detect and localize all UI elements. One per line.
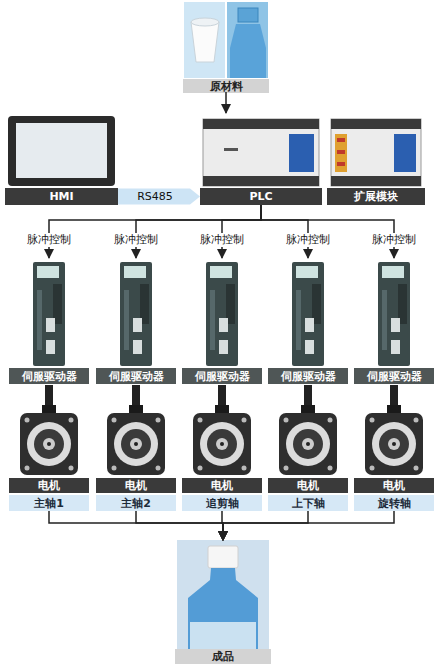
motor-shaft-link: [45, 385, 53, 405]
node-label: 伺服驱动器: [354, 368, 434, 384]
motor-shaft-link: [390, 385, 398, 405]
servo-driver-illustration: [378, 262, 410, 366]
node-label: 追剪轴: [182, 495, 262, 511]
node-label: 电机: [96, 478, 176, 493]
servo-motor-illustration: [193, 405, 251, 475]
driver-box: 伺服驱动器: [268, 258, 348, 385]
node-label: 上下轴: [268, 495, 348, 511]
servo-motor-illustration: [365, 405, 423, 475]
signal-line: [136, 511, 223, 540]
signal-label: 脉冲控制: [112, 233, 160, 247]
driver-box: 伺服驱动器: [182, 258, 262, 385]
node-label: 电机: [182, 478, 262, 493]
node-label: 主轴1: [9, 495, 89, 511]
motor-box: 电机主轴2: [96, 405, 176, 511]
signal-line: [222, 511, 223, 540]
servo-motor-illustration: [20, 405, 78, 475]
node-label: 电机: [354, 478, 434, 493]
motor-box: 电机上下轴: [268, 405, 348, 511]
product-bottle: [188, 568, 258, 649]
driver-box: 伺服驱动器: [9, 258, 89, 385]
node-label: 伺服驱动器: [9, 368, 89, 384]
motor-shaft-link: [132, 385, 140, 405]
module-box: 扩展模块: [327, 113, 425, 205]
signal-line: [49, 205, 261, 258]
signal-label: 脉冲控制: [25, 233, 73, 247]
node-label: 伺服驱动器: [182, 368, 262, 384]
signal-line: [223, 511, 394, 540]
signal-label: 脉冲控制: [370, 233, 418, 247]
bottle-contents: [190, 622, 256, 649]
module-pin: [337, 138, 345, 142]
motor-shaft-link: [304, 385, 312, 405]
node-label: 电机: [9, 478, 89, 493]
plc-box: PLC: [200, 113, 322, 205]
motor-box: 电机旋转轴: [354, 405, 434, 511]
hmi-screen: [16, 123, 107, 178]
module-pin: [337, 162, 345, 166]
plc-terminal: [203, 176, 319, 186]
module-terminal: [331, 119, 421, 129]
node-label: 伺服驱动器: [268, 368, 348, 384]
node-label: 旋转轴: [354, 495, 434, 511]
signal-line: [261, 205, 394, 258]
node-label: 原材料: [183, 79, 269, 93]
hmi-box: HMI: [5, 113, 118, 205]
servo-motor-illustration: [107, 405, 165, 475]
signal-label: 脉冲控制: [198, 233, 246, 247]
servo-driver-illustration: [120, 262, 152, 366]
cup-photo: [184, 2, 225, 78]
bottle-thread: [238, 8, 258, 22]
signal-line: [261, 205, 308, 258]
bus-arrow: [118, 189, 200, 205]
node-label: 电机: [268, 478, 348, 493]
bottle-cap: [208, 546, 238, 568]
module-connector: [335, 134, 347, 172]
motor-shaft-link: [218, 385, 226, 405]
cup: [191, 22, 219, 62]
bus-label: RS485: [135, 190, 175, 204]
module-panel: [394, 134, 416, 172]
signal-line: [49, 511, 223, 540]
plc-panel: [289, 134, 314, 172]
node-label: 扩展模块: [327, 188, 425, 205]
servo-driver-illustration: [292, 262, 324, 366]
plc-body: [203, 119, 319, 186]
node-label: 伺服驱动器: [96, 368, 176, 384]
module-body: [331, 119, 421, 186]
servo-motor-illustration: [279, 405, 337, 475]
signal-line: [222, 205, 261, 258]
product-photo: [177, 540, 269, 649]
signal-line: [223, 511, 308, 540]
bottle-body: [230, 24, 266, 78]
node-label: 成品: [175, 649, 271, 664]
node-label: 主轴2: [96, 495, 176, 511]
signal-line: [225, 92, 227, 113]
cup-rim: [191, 18, 219, 26]
plc-terminal: [203, 119, 319, 129]
motor-box: 电机主轴1: [9, 405, 89, 511]
module-terminal: [331, 176, 421, 186]
signal-line: [136, 205, 261, 258]
node-label: HMI: [5, 188, 118, 205]
hmi-frame: [8, 116, 115, 186]
module-pin: [337, 150, 345, 154]
node-label: PLC: [200, 188, 322, 205]
motor-box: 电机追剪轴: [182, 405, 262, 511]
driver-box: 伺服驱动器: [354, 258, 434, 385]
product-box: 成品: [175, 540, 271, 665]
servo-driver-illustration: [206, 262, 238, 366]
bottle-photo: [227, 2, 268, 78]
plc-led: [224, 148, 238, 151]
signal-label: 脉冲控制: [284, 233, 332, 247]
servo-driver-illustration: [33, 262, 65, 366]
material-box: 原材料: [183, 2, 269, 92]
driver-box: 伺服驱动器: [96, 258, 176, 385]
